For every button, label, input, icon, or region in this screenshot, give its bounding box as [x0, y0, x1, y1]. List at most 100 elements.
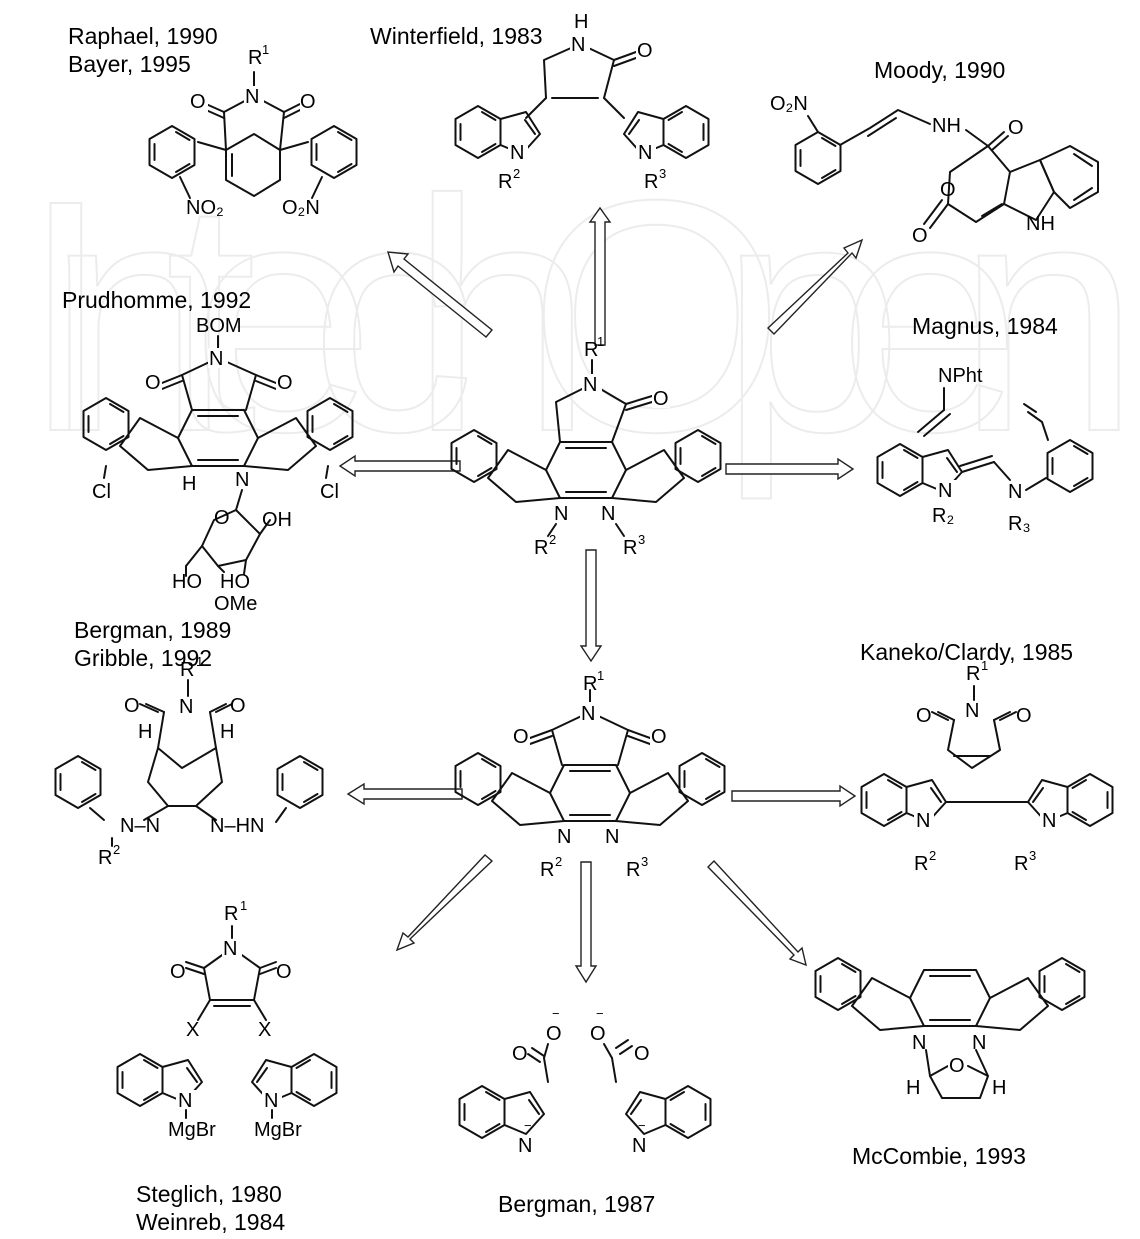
arrow-right-lower — [731, 784, 857, 808]
sup-3: 3 — [659, 166, 666, 181]
target-lactam-indolocarbazole: N O R 1 N N R 2 R 3 — [452, 334, 721, 559]
atom-r: R — [914, 853, 928, 875]
sup-2: 2 — [549, 532, 556, 547]
sup-1: 1 — [981, 658, 988, 673]
atom-r: R — [584, 339, 598, 361]
atom-n: N — [571, 34, 585, 56]
atom-n: N — [518, 1135, 532, 1157]
atom-h: H — [992, 1077, 1006, 1099]
atom-n: N — [912, 1032, 926, 1054]
atom-o2n: O₂N — [770, 93, 808, 115]
atom-no2: NO₂ — [186, 197, 224, 219]
sup-2: 2 — [513, 166, 520, 181]
label-steglich-1980: Steglich, 1980 — [136, 1181, 282, 1207]
atom-o: O — [276, 961, 292, 983]
atom-o: O — [300, 91, 316, 113]
atom-o: O — [916, 705, 932, 727]
atom-r: R — [644, 171, 658, 193]
imide-indolocarbazole: N O O R 1 N N R 2 R 3 — [456, 668, 725, 881]
charge-minus: − — [638, 1118, 646, 1133]
label-kaneko-clardy-1985: Kaneko/Clardy, 1985 — [860, 639, 1073, 665]
atom-n: N — [178, 1090, 192, 1112]
magnus-structure: NPht N R₂ N R₃ — [878, 365, 1094, 535]
atom-r3: R₃ — [1008, 513, 1031, 535]
prudhomme-structure: N O O BOM H N Cl Cl O OH HO HO OMe — [84, 315, 353, 615]
atom-r: R — [1014, 853, 1028, 875]
label-bayer-1995: Bayer, 1995 — [68, 51, 191, 77]
atom-r: R — [498, 171, 512, 193]
atom-r: R — [966, 663, 980, 685]
atom-bom: BOM — [196, 315, 242, 337]
atom-n: N — [638, 142, 652, 164]
winterfeldt-structure: N H O N N R 2 R 3 — [456, 11, 709, 193]
atom-x: X — [258, 1019, 271, 1041]
mccombie-structure: N N O H H — [816, 958, 1085, 1099]
atom-n: N — [557, 826, 571, 848]
atom-o: O — [634, 1043, 650, 1065]
raphael-bayer-structure: N O O R 1 NO₂ O₂N — [148, 42, 358, 219]
atom-o: O — [653, 388, 669, 410]
atom-nhn: N–HN — [210, 815, 264, 837]
atom-nn: N–N — [120, 815, 160, 837]
sup-3: 3 — [641, 854, 648, 869]
atom-r: R — [583, 673, 597, 695]
atom-r: R — [224, 903, 238, 925]
label-gribble-1992: Gribble, 1992 — [74, 645, 212, 671]
atom-ome: OMe — [214, 593, 257, 615]
arrow-up-right — [766, 238, 864, 335]
atom-h: H — [906, 1077, 920, 1099]
arrow-left-upper — [338, 454, 461, 478]
atom-n: N — [938, 480, 952, 502]
atom-nh: NH — [932, 115, 961, 137]
atom-mgbr: MgBr — [168, 1119, 216, 1141]
bergman-1987-structure: O O − N − O − O N − — [460, 1006, 711, 1157]
atom-n: N — [223, 938, 237, 960]
atom-o: O — [651, 726, 667, 748]
atom-cl: Cl — [320, 481, 339, 503]
atom-npht: NPht — [938, 365, 983, 387]
arrow-down-left — [395, 854, 494, 952]
sup-3: 3 — [1029, 848, 1036, 863]
atom-o: O — [170, 961, 186, 983]
atom-n: N — [583, 374, 597, 396]
label-moody-1990: Moody, 1990 — [874, 57, 1005, 83]
arrow-left-lower — [346, 782, 463, 806]
atom-cl: Cl — [92, 481, 111, 503]
atom-o: O — [949, 1055, 965, 1077]
atom-n: N — [179, 696, 193, 718]
atom-o: O — [214, 507, 230, 529]
atom-oh: OH — [262, 509, 292, 531]
atom-n: N — [601, 503, 615, 525]
sup-2: 2 — [113, 842, 120, 857]
atom-h: H — [574, 11, 588, 33]
retro-arrows — [338, 206, 864, 984]
atom-n: N — [632, 1135, 646, 1157]
atom-n: N — [245, 86, 259, 108]
atom-o: O — [124, 695, 140, 717]
author-labels: Raphael, 1990 Bayer, 1995 Winterfield, 1… — [62, 23, 1073, 1235]
atom-h: H — [220, 721, 234, 743]
atom-o: O — [1016, 705, 1032, 727]
sup-1: 1 — [262, 42, 269, 57]
atom-n: N — [1008, 481, 1022, 503]
label-magnus-1984: Magnus, 1984 — [912, 313, 1058, 339]
sup-3: 3 — [638, 532, 645, 547]
sup-2: 2 — [555, 854, 562, 869]
atom-n: N — [209, 348, 223, 370]
sup-1: 1 — [597, 668, 604, 683]
steglich-weinreb-structure: N O O R 1 X X N N MgBr MgBr — [118, 898, 337, 1141]
atom-n: N — [235, 469, 249, 491]
atom-n: N — [916, 810, 930, 832]
atom-o: O — [277, 372, 293, 394]
atom-o: O — [637, 40, 653, 62]
atom-h: H — [138, 721, 152, 743]
bergman-gribble-structure: N O O R 1 H H N–N N–HN R 2 — [54, 654, 324, 869]
atom-n: N — [1042, 810, 1056, 832]
atom-n: N — [972, 1032, 986, 1054]
label-bergman-1987: Bergman, 1987 — [498, 1191, 655, 1217]
atom-nh: H — [182, 473, 196, 495]
arrow-down-lower — [574, 861, 598, 984]
atom-n: N — [264, 1090, 278, 1112]
atom-n: N — [605, 826, 619, 848]
